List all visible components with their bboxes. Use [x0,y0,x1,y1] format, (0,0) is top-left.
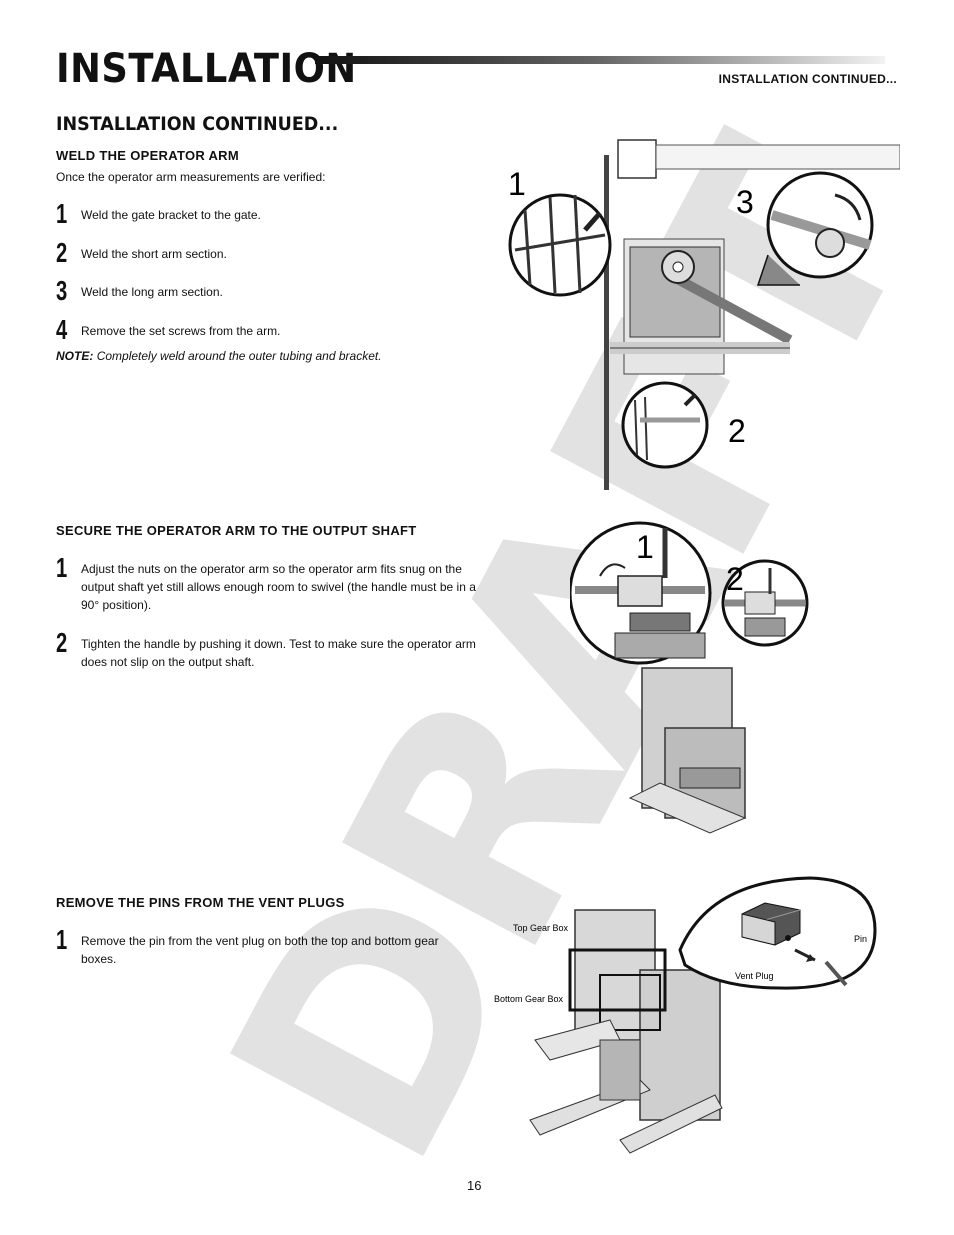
output-shaft-illustration: 1 2 [570,521,809,834]
step-text: Adjust the nuts on the operator arm so t… [81,562,476,612]
section-heading: INSTALLATION CONTINUED... [56,113,339,135]
page-title: INSTALLATION [56,46,357,92]
weld-step-4: 4 Remove the set screws from the arm. [56,314,476,348]
secure-step-2: 2 Tighten the handle by pushing it down.… [56,627,476,676]
step-number: 3 [56,275,68,306]
secure-heading: SECURE THE OPERATOR ARM TO THE OUTPUT SH… [56,523,417,538]
running-header: INSTALLATION CONTINUED... [718,72,897,86]
weld-arm-illustration: 1 3 2 [508,139,900,490]
weld-step-3: 3 Weld the long arm section. [56,275,476,309]
label-vent-plug: Vent Plug [735,971,774,981]
step-text: Weld the short arm section. [81,247,227,261]
step-number: 4 [56,314,68,345]
weld-callout-1: 1 [508,166,526,202]
weld-note: NOTE: Completely weld around the outer t… [56,349,382,363]
weld-callout-2: 2 [728,413,746,449]
weld-step-1: 1 Weld the gate bracket to the gate. [56,198,476,232]
weld-intro: Once the operator arm measurements are v… [56,170,326,184]
secure-step-1: 1 Adjust the nuts on the operator arm so… [56,552,476,616]
shaft-callout-1: 1 [636,529,654,565]
step-number: 2 [56,627,68,658]
step-number: 1 [56,198,68,229]
note-text: Completely weld around the outer tubing … [96,349,382,363]
step-text: Remove the set screws from the arm. [81,324,281,338]
page-number: 16 [467,1178,482,1193]
vent-plug-illustration: Top Gear Box Bottom Gear Box Vent Plug P… [494,876,877,1154]
vent-step-1: 1 Remove the pin from the vent plug on b… [56,924,476,966]
label-bottom-gear-box: Bottom Gear Box [494,994,564,1004]
step-text: Weld the long arm section. [81,285,223,299]
vent-heading: REMOVE THE PINS FROM THE VENT PLUGS [56,895,345,910]
weld-callout-3: 3 [736,184,754,220]
weld-heading: WELD THE OPERATOR ARM [56,148,239,163]
weld-step-2: 2 Weld the short arm section. [56,237,476,271]
shaft-callout-2: 2 [726,561,744,597]
step-number: 1 [56,552,68,583]
step-number: 2 [56,237,68,268]
label-pin: Pin [854,934,867,944]
step-text: Weld the gate bracket to the gate. [81,208,261,222]
step-text: Remove the pin from the vent plug on bot… [81,934,439,966]
step-number: 1 [56,924,68,955]
title-rule [315,56,885,64]
note-label: NOTE: [56,349,94,363]
label-top-gear-box: Top Gear Box [513,923,569,933]
step-text: Tighten the handle by pushing it down. T… [81,637,476,669]
